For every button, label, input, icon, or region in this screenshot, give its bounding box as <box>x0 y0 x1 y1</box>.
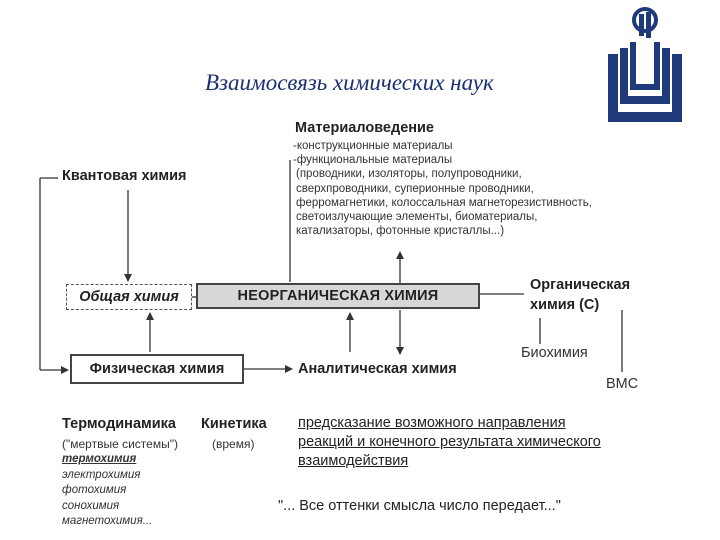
organic-line-2: химия (С) <box>530 297 600 313</box>
inorganic-chemistry-label: НЕОРГАНИЧЕСКАЯ ХИМИЯ <box>237 288 439 304</box>
university-logo <box>602 4 688 137</box>
prediction-text: предсказание возможного направления реак… <box>298 414 601 471</box>
subfields-list: термохимия электрохимия фотохимия сонохи… <box>62 452 152 530</box>
thermodynamics-label: Термодинамика <box>62 416 176 432</box>
analytical-chemistry-label: Аналитическая химия <box>298 361 457 377</box>
kinetics-label: Кинетика <box>201 416 267 432</box>
slide-title: Взаимосвязь химических наук <box>205 70 494 95</box>
physical-chemistry-box: Физическая химия <box>70 354 244 384</box>
subfield-item: термохимия <box>62 453 137 465</box>
materials-list: -конструкционные материалы -функциональн… <box>293 139 592 238</box>
materials-line: сверхпроводники, суперионные проводники, <box>296 182 534 195</box>
materials-line: -конструкционные материалы <box>293 140 453 152</box>
materials-line: -функциональные материалы <box>293 154 453 167</box>
subfield-item: электрохимия <box>62 468 141 481</box>
materials-line: катализаторы, фотонные кристаллы...) <box>296 225 505 238</box>
thermodynamics-note: ("мертвые системы") <box>62 437 178 451</box>
subfield-item: магнетохимия... <box>62 515 153 527</box>
materials-line: ферромагнетики, колоссальная магнеторези… <box>296 196 592 209</box>
quote-text: "... Все оттенки смысла число передает..… <box>278 498 561 514</box>
general-chemistry-box: Общая химия <box>66 284 192 310</box>
materials-line: (проводники, изоляторы, полупроводники, <box>296 168 522 181</box>
quantum-chemistry-label: Квантовая химия <box>62 168 187 184</box>
materials-heading: Материаловедение <box>295 120 434 136</box>
general-chemistry-label: Общая химия <box>79 289 179 305</box>
subfield-item: фотохимия <box>62 484 127 496</box>
organic-chemistry-label: Органическая химия (С) <box>530 275 630 315</box>
prediction-line: реакций и конечного результата химическо… <box>298 434 601 450</box>
organic-line-1: Органическая <box>530 277 631 293</box>
physical-chemistry-label: Физическая химия <box>89 361 225 377</box>
vms-label: ВМС <box>606 376 639 392</box>
biochemistry-label: Биохимия <box>521 345 588 361</box>
subfield-item: сонохимия <box>62 499 120 512</box>
prediction-line: взаимодействия <box>298 453 409 469</box>
prediction-line: предсказание возможного направления <box>298 415 566 431</box>
materials-line: светоизлучающие элементы, биоматериалы, <box>296 211 538 224</box>
inorganic-chemistry-box: НЕОРГАНИЧЕСКАЯ ХИМИЯ <box>196 283 480 309</box>
kinetics-note: (время) <box>212 437 255 451</box>
